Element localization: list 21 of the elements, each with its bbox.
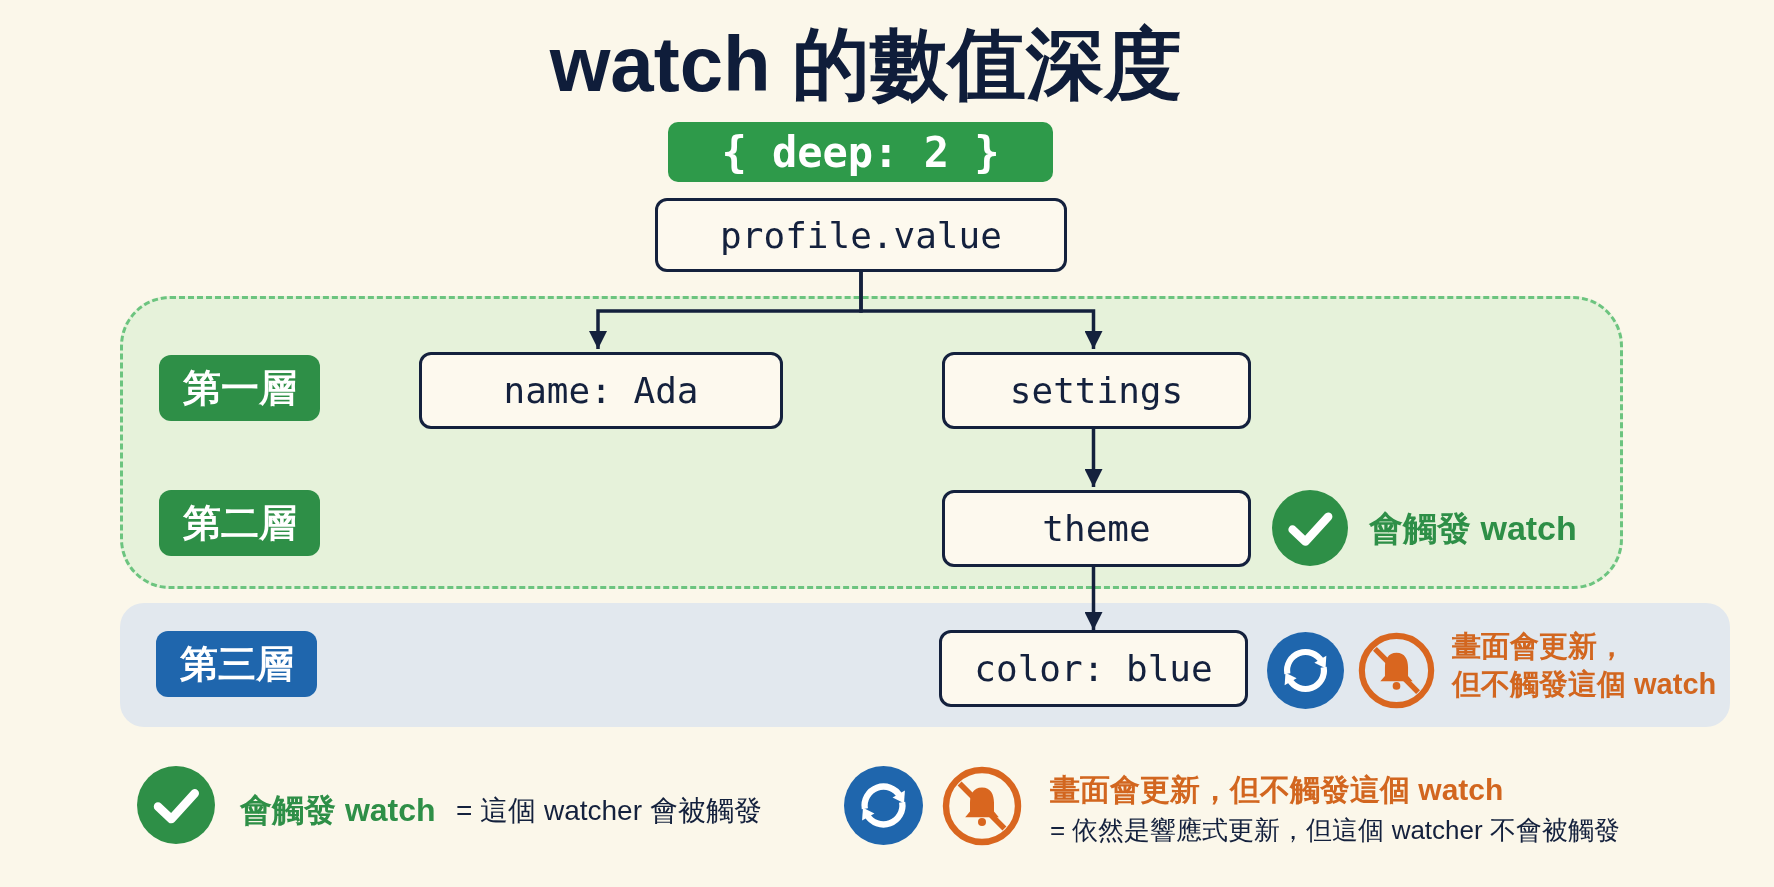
- dashed-region: [120, 296, 1623, 589]
- legend-description: = 這個 watcher 會被觸發: [456, 794, 762, 828]
- arrow: [859, 272, 1103, 349]
- level-tag: 第一層: [159, 355, 320, 421]
- legend-description: = 依然是響應式更新，但這個 watcher 不會被觸發: [1050, 814, 1620, 847]
- property-node: theme: [942, 490, 1251, 567]
- arrow: [1084, 564, 1103, 630]
- level-band: [120, 603, 1730, 727]
- status-note: 畫面會更新，但不觸發這個 watch: [1452, 629, 1718, 702]
- level-tag: 第三層: [156, 631, 317, 697]
- option-tag: { deep: 2 }: [668, 122, 1053, 182]
- property-node: settings: [942, 352, 1251, 429]
- level-tag: 第二層: [159, 490, 320, 556]
- legend-label: 會觸發 watch: [240, 791, 436, 830]
- property-node: color: blue: [939, 630, 1248, 707]
- arrow: [1084, 426, 1103, 487]
- legend-label: 畫面會更新，但不觸發這個 watch: [1050, 772, 1504, 808]
- status-note: 會觸發 watch: [1369, 508, 1578, 549]
- title: watch 的數值深度: [549, 19, 1183, 110]
- property-node: profile.value: [655, 198, 1067, 272]
- property-node: name: Ada: [419, 352, 783, 429]
